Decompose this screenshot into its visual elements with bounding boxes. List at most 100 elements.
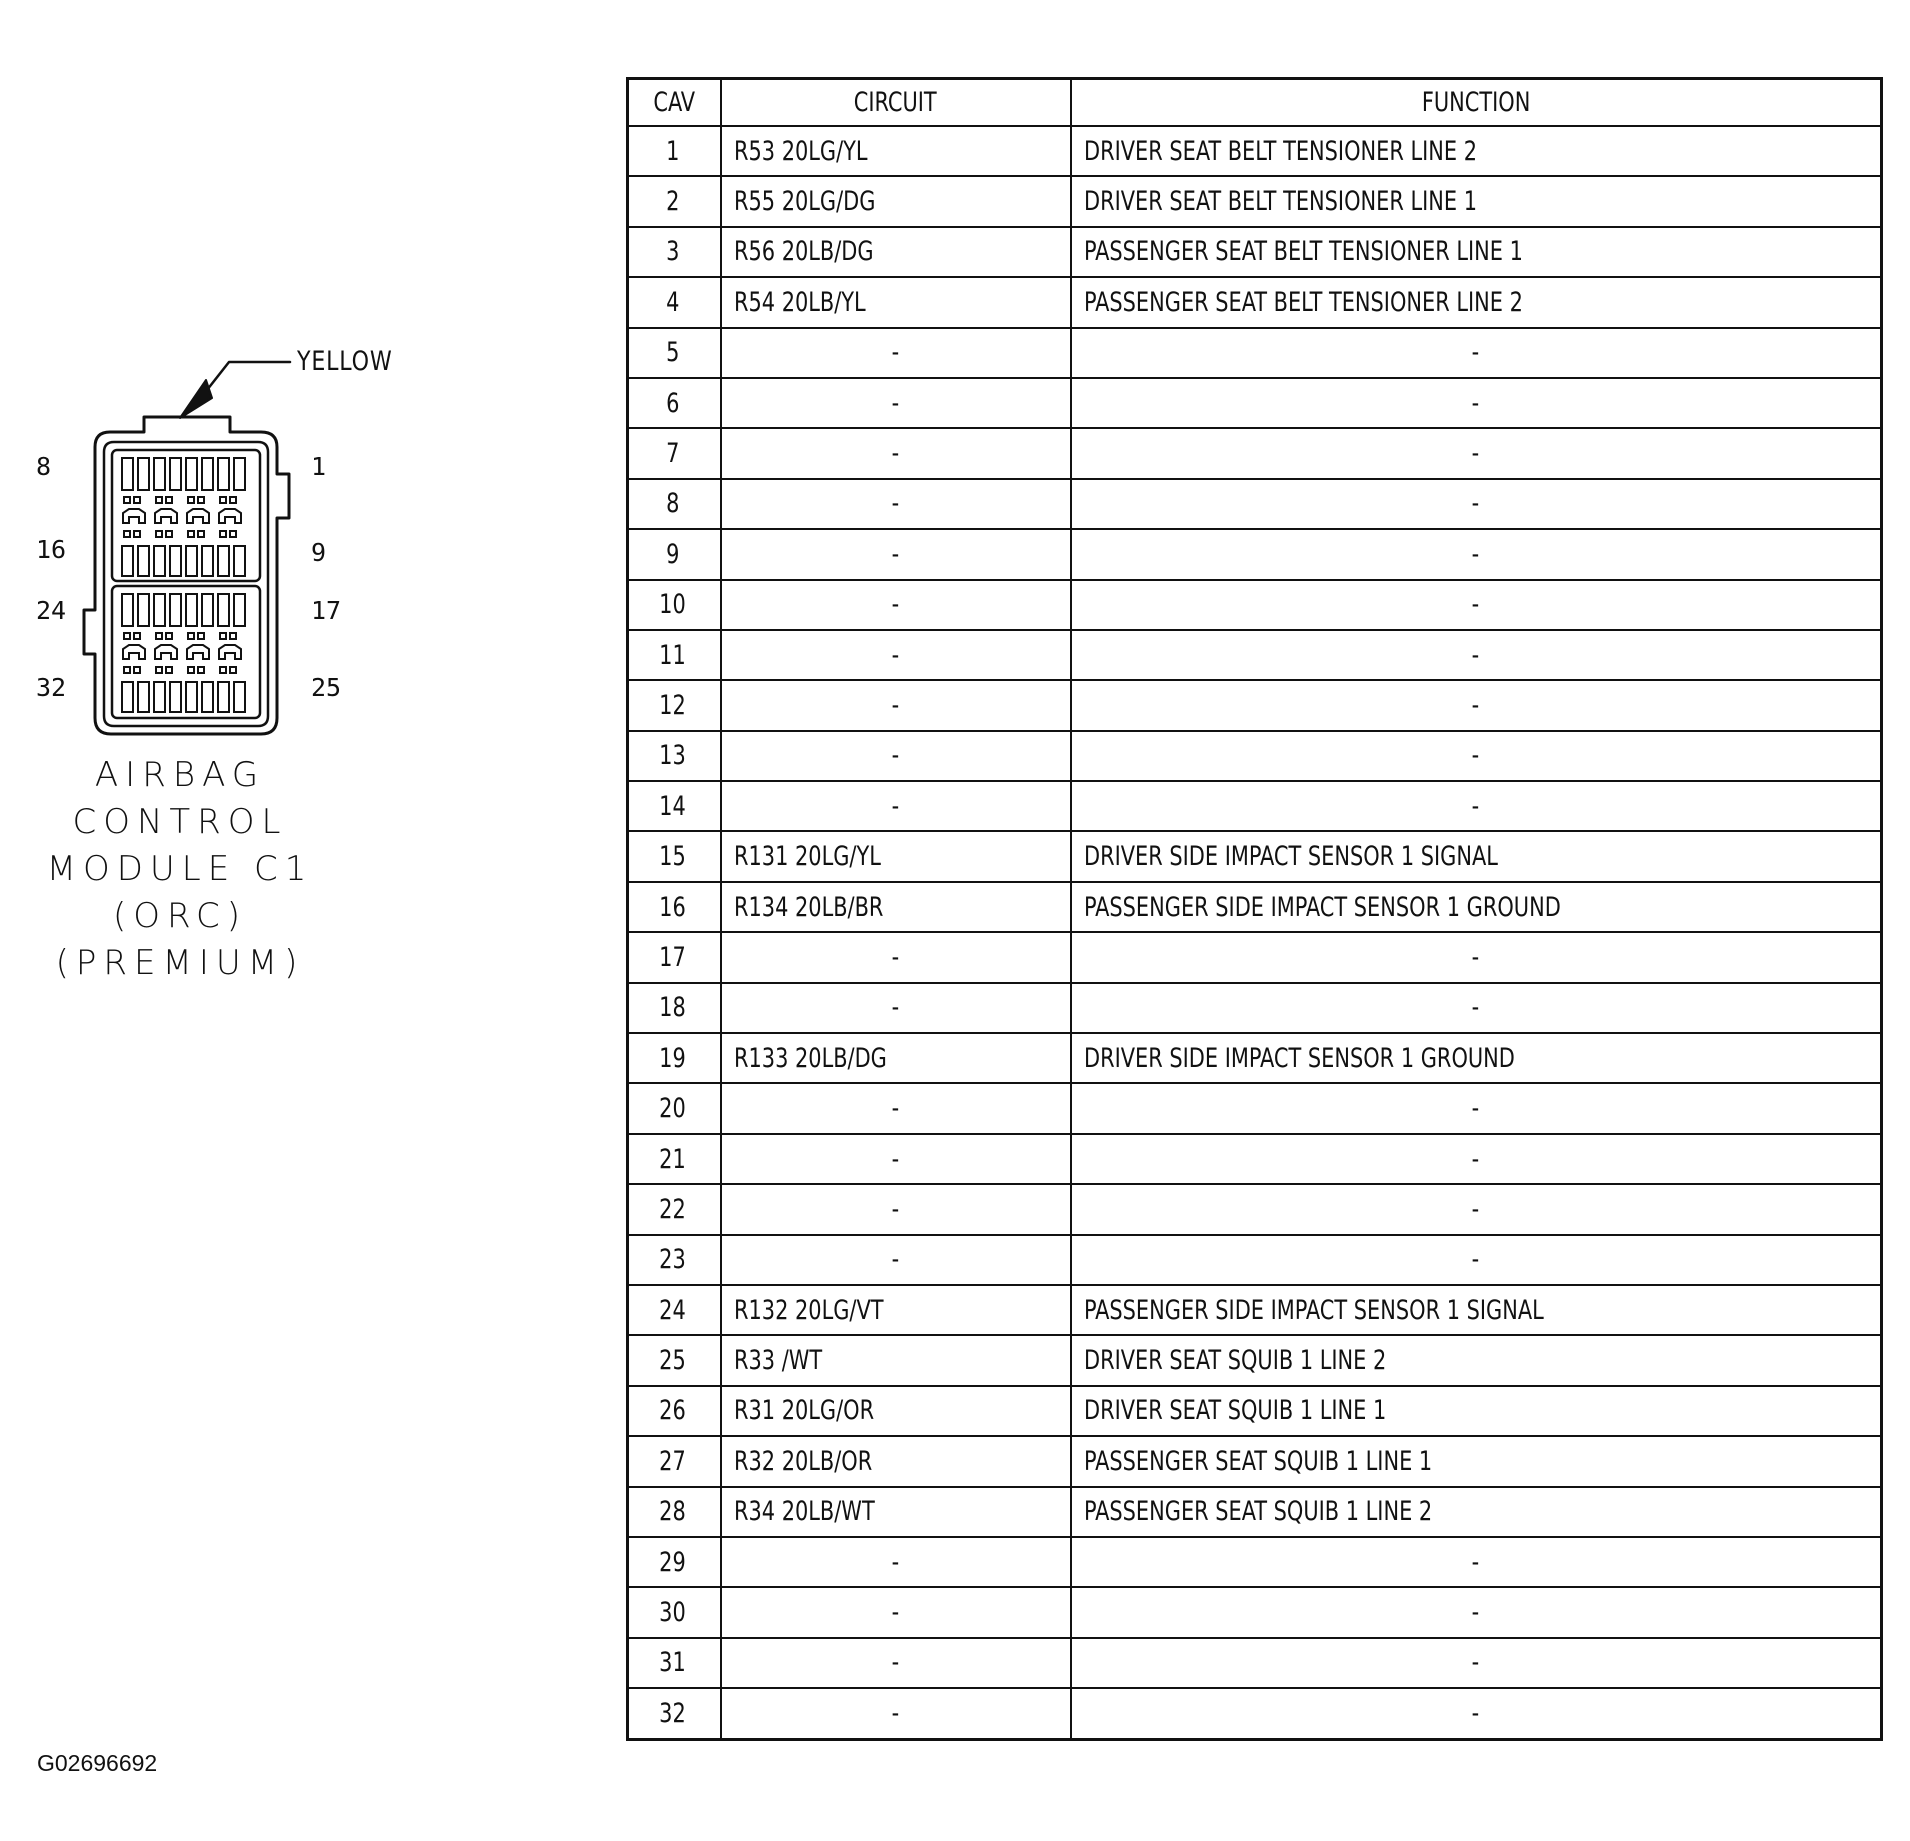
function-cell: -	[1069, 326, 1883, 379]
cavity-slot-mark	[217, 545, 230, 577]
cavity-terminal-mark	[186, 508, 210, 524]
circuit-cell: -	[719, 1132, 1072, 1186]
function-cell: -	[1069, 780, 1883, 833]
pin-label-bottom-left: 32	[36, 673, 67, 702]
cavity-slot-mark	[233, 545, 246, 577]
table-row: 5--	[626, 326, 1883, 379]
circuit-cell: -	[719, 1233, 1072, 1286]
function-cell: PASSENGER SIDE IMPACT SENSOR 1 SIGNAL	[1069, 1283, 1883, 1337]
cavity-slot-mark	[137, 681, 150, 713]
cavity-latch-mark	[187, 632, 195, 640]
cavity-terminal-mark	[122, 644, 146, 660]
table-row: 12--	[626, 679, 1883, 732]
function-cell: -	[1069, 931, 1883, 984]
function-cell: PASSENGER SEAT SQUIB 1 LINE 1	[1069, 1435, 1883, 1488]
cavity-slot-mark	[185, 681, 198, 713]
table-row: 17--	[626, 931, 1883, 984]
circuit-cell: -	[719, 578, 1072, 631]
circuit-cell: R56 20LB/DG	[719, 225, 1072, 279]
cavity-latch-mark	[123, 632, 131, 640]
function-cell: DRIVER SEAT BELT TENSIONER LINE 2	[1069, 124, 1883, 178]
cavity-latch-mark	[187, 530, 195, 538]
column-header-function: FUNCTION	[1069, 77, 1883, 127]
cavity-latch-mark	[155, 666, 163, 674]
module-caption-line: (ORC)	[113, 896, 247, 936]
table-row: 7--	[626, 427, 1883, 480]
cavity-latch-mark	[187, 496, 195, 504]
cavity-latch-mark	[229, 530, 237, 538]
cav-cell: 26	[626, 1384, 722, 1438]
cavity-terminal-mark	[122, 508, 146, 524]
cavity-slot-mark	[169, 545, 182, 577]
cavity-slot-mark	[153, 681, 166, 713]
function-cell: DRIVER SEAT SQUIB 1 LINE 2	[1069, 1334, 1883, 1387]
function-cell: -	[1069, 1132, 1883, 1186]
column-header-circuit: CIRCUIT	[719, 77, 1072, 127]
circuit-cell: -	[719, 981, 1072, 1035]
cav-cell: 25	[626, 1334, 722, 1387]
cavity-latch-mark	[165, 530, 173, 538]
pin-label-row2-left: 16	[36, 535, 67, 564]
table-row: 22--	[626, 1183, 1883, 1236]
circuit-cell: -	[719, 1586, 1072, 1639]
function-cell: -	[1069, 981, 1883, 1035]
cav-cell: 7	[626, 427, 722, 480]
cav-cell: 17	[626, 931, 722, 984]
cavity-slot-mark	[153, 457, 166, 491]
cav-cell: 18	[626, 981, 722, 1035]
table-row: 8--	[626, 477, 1883, 531]
cavity-slot-mark	[201, 681, 214, 713]
cav-cell: 12	[626, 679, 722, 732]
cavity-latch-mark	[133, 632, 141, 640]
table-row: 11--	[626, 628, 1883, 682]
cavity-latch-mark	[229, 496, 237, 504]
cav-cell: 13	[626, 729, 722, 783]
cavity-latch-mark	[187, 666, 195, 674]
module-caption-line: AIRBAG	[94, 755, 266, 795]
cav-cell: 22	[626, 1183, 722, 1236]
cavity-latch-mark	[133, 666, 141, 674]
cav-cell: 15	[626, 830, 722, 883]
connector-outer-shell	[82, 415, 291, 736]
table-row: 31--	[626, 1636, 1883, 1690]
cav-cell: 30	[626, 1586, 722, 1639]
cavity-slot-mark	[121, 545, 134, 577]
cavity-slot-mark	[121, 593, 134, 627]
circuit-cell: R134 20LB/BR	[719, 880, 1072, 934]
lower-cavity-block	[110, 584, 262, 720]
function-cell: -	[1069, 729, 1883, 783]
table-row: 10--	[626, 578, 1883, 631]
cav-cell: 6	[626, 376, 722, 430]
cav-cell: 21	[626, 1132, 722, 1186]
function-cell: -	[1069, 679, 1883, 732]
circuit-cell: R31 20LG/OR	[719, 1384, 1072, 1438]
cav-cell: 19	[626, 1032, 722, 1085]
circuit-cell: -	[719, 477, 1072, 531]
function-cell: -	[1069, 427, 1883, 480]
circuit-cell: R55 20LG/DG	[719, 175, 1072, 228]
cavity-latch-mark	[123, 530, 131, 538]
circuit-cell: R131 20LG/YL	[719, 830, 1072, 883]
cav-cell: 29	[626, 1535, 722, 1589]
table-row: 14--	[626, 780, 1883, 833]
cavity-slot-mark	[185, 593, 198, 627]
cav-cell: 14	[626, 780, 722, 833]
circuit-cell: -	[719, 1687, 1072, 1740]
cavity-latch-mark	[219, 530, 227, 538]
cavity-terminal-mark	[154, 508, 178, 524]
function-cell: -	[1069, 1183, 1883, 1236]
cavity-slot-mark	[217, 593, 230, 627]
cavity-slot-mark	[137, 593, 150, 627]
function-cell: -	[1069, 376, 1883, 430]
module-caption-line: MODULE C1	[46, 849, 314, 889]
circuit-cell: -	[719, 679, 1072, 732]
circuit-cell: -	[719, 931, 1072, 984]
cav-cell: 11	[626, 628, 722, 682]
